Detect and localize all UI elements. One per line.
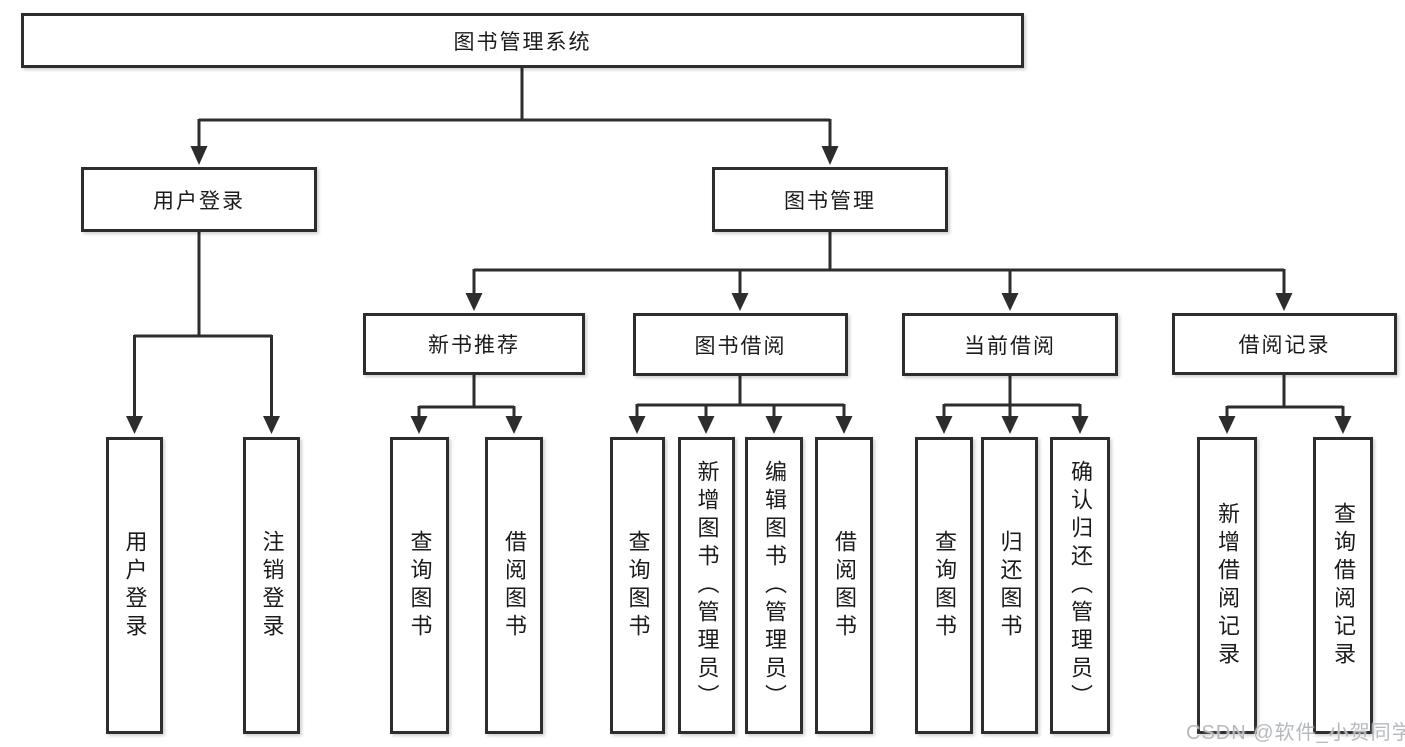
- node-user-login: 用户登录: [81, 167, 317, 232]
- leaf-label: 注销登录: [259, 529, 285, 642]
- leaf-confirm-return-admin: 确认归还（管理员）: [1050, 437, 1110, 734]
- leaf-borrow-books-borrowing: 借阅图书: [815, 437, 873, 734]
- leaf-label: 用户登录: [122, 529, 148, 642]
- leaf-label: 确认归还（管理员）: [1068, 459, 1093, 712]
- leaf-label: 查询图书: [625, 529, 651, 642]
- leaf-add-books-admin: 新增图书（管理员）: [678, 437, 735, 734]
- node-book-management-system: 图书管理系统: [21, 13, 1024, 68]
- leaf-label: 编辑图书（管理员）: [762, 459, 787, 712]
- node-new-book-recommend: 新书推荐: [363, 313, 585, 375]
- connector-current-borrowing-to-leaves: [935, 375, 1089, 434]
- leaf-edit-books-admin: 编辑图书（管理员）: [745, 437, 803, 734]
- leaf-label: 借阅图书: [832, 529, 857, 642]
- node-book-management: 图书管理: [712, 167, 948, 232]
- connector-book-borrowing-to-leaves: [628, 375, 853, 434]
- node-borrowing-records: 借阅记录: [1172, 313, 1397, 375]
- connector-root-to-level1: [190, 68, 839, 165]
- leaf-user-login: 用户登录: [106, 437, 163, 734]
- leaf-borrow-books-newbooks: 借阅图书: [485, 437, 543, 734]
- leaf-logout: 注销登录: [243, 437, 300, 734]
- leaf-label: 查询借阅记录: [1331, 501, 1356, 670]
- leaf-query-borrow-record: 查询借阅记录: [1313, 437, 1373, 734]
- leaf-label: 新增借阅记录: [1215, 501, 1240, 670]
- leaf-query-books-borrowing: 查询图书: [610, 437, 665, 734]
- node-current-borrowing: 当前借阅: [902, 313, 1118, 376]
- node-book-borrowing: 图书借阅: [633, 313, 848, 376]
- csdn-watermark: CSDN @软件_小贺同学: [1186, 722, 1405, 744]
- connector-book-management-to-sections: [465, 232, 1293, 311]
- leaf-label: 查询图书: [407, 529, 433, 642]
- leaf-label: 查询图书: [932, 529, 957, 642]
- leaf-query-books-current: 查询图书: [915, 437, 973, 734]
- leaf-label: 新增图书（管理员）: [694, 459, 720, 712]
- connector-user-login-to-leaves: [126, 232, 280, 434]
- leaf-add-borrow-record: 新增借阅记录: [1197, 437, 1257, 734]
- connector-new-books-to-leaves: [410, 375, 523, 434]
- connector-borrow-records-to-leaves: [1218, 375, 1352, 434]
- leaf-label: 归还图书: [997, 529, 1023, 642]
- leaf-query-books-newbooks: 查询图书: [390, 437, 449, 734]
- leaf-label: 借阅图书: [502, 529, 527, 642]
- leaf-return-books: 归还图书: [981, 437, 1038, 734]
